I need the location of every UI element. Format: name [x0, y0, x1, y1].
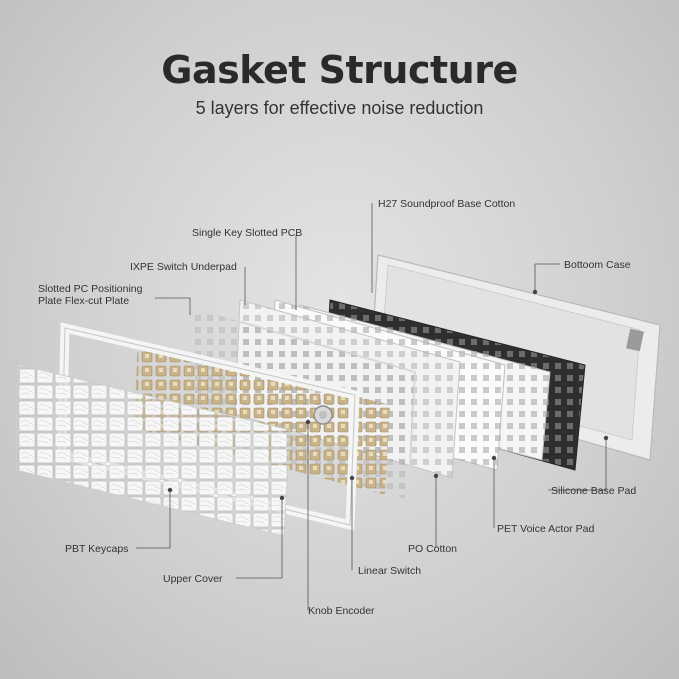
keycaps-layer: [15, 364, 291, 537]
label-single-key-pcb: Single Key Slotted PCB: [192, 227, 302, 239]
label-po-cotton: PO Cotton: [408, 543, 457, 555]
linear-switch-layer: [134, 340, 390, 495]
leader-lines: [136, 203, 609, 610]
label-pet-voice-pad: PET Voice Actor Pad: [497, 523, 594, 535]
label-bottom-case: Bottoom Case: [564, 259, 631, 271]
label-slotted-pc-line1: Slotted PC Positioning: [38, 283, 143, 295]
page-title: Gasket Structure: [161, 48, 518, 92]
label-knob-encoder: Knob Encoder: [308, 605, 375, 617]
label-linear-switch: Linear Switch: [358, 565, 421, 577]
label-silicone-base-pad: Silicone Base Pad: [551, 485, 636, 497]
label-slotted-pc-line2: Plate Flex-cut Plate: [38, 295, 129, 307]
label-upper-cover: Upper Cover: [163, 573, 223, 585]
label-h27-soundproof: H27 Soundproof Base Cotton: [378, 198, 515, 210]
page-subtitle: 5 layers for effective noise reduction: [195, 98, 484, 118]
label-ixpe-underpad: IXPE Switch Underpad: [130, 261, 237, 273]
label-pbt-keycaps: PBT Keycaps: [65, 543, 128, 555]
